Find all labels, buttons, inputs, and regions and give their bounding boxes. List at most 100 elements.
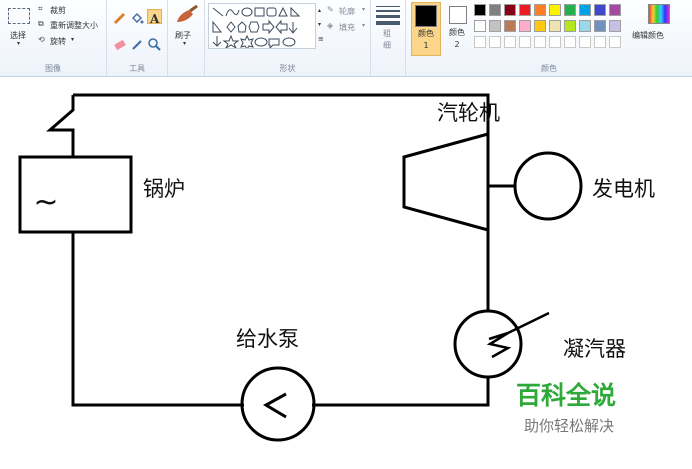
pump-circle — [240, 366, 316, 442]
palette-swatch-empty[interactable] — [609, 36, 621, 48]
palette-swatch[interactable] — [504, 4, 516, 16]
brushes-label: 刷子 — [175, 31, 191, 40]
color2-button[interactable]: 颜色 2 — [444, 2, 472, 56]
colors-group: 颜色 1 颜色 2 编辑颜色 颜色 — [406, 0, 692, 76]
magnifier-icon[interactable] — [147, 36, 161, 51]
pump-arrow-icon — [262, 392, 287, 419]
palette-swatch-empty[interactable] — [549, 36, 561, 48]
thermal-cycle-diagram — [18, 93, 583, 442]
image-group-label: 图像 — [45, 64, 61, 73]
boiler-box — [18, 155, 133, 234]
rotate-icon: ⟲ — [38, 35, 45, 44]
chevron-down-icon: ▾ — [362, 22, 366, 29]
shapes-gallery[interactable] — [208, 3, 316, 50]
palette-swatch[interactable] — [489, 4, 501, 16]
palette-swatch-empty[interactable] — [504, 36, 516, 48]
palette-swatch-empty[interactable] — [519, 36, 531, 48]
feedwater-line-right — [312, 377, 490, 407]
condenser-coil — [486, 331, 512, 359]
image-group: 选择 ▾ ⌗ 裁剪 ⧉ 重新调整大小 ⟲ 旋转 ▾ 图像 — [0, 0, 107, 76]
select-icon — [8, 8, 30, 24]
size-group: 粗细 — [371, 0, 406, 76]
resize-button[interactable]: ⧉ 重新调整大小 — [38, 19, 104, 31]
outline-icon: ✎ — [327, 5, 334, 14]
boiler-label: 锅炉 — [143, 177, 185, 201]
brushes-group: 刷子 ▾ — [168, 0, 205, 76]
palette-swatch-empty[interactable] — [489, 36, 501, 48]
shapes-group: ▴ ▾ ≡ ✎ 轮廓 ▾ ◈ 填充 ▾ 形状 — [205, 0, 371, 76]
palette-swatch[interactable] — [609, 4, 621, 16]
rotate-label: 旋转 — [50, 37, 66, 46]
palette-swatch-empty[interactable] — [579, 36, 591, 48]
rotate-button[interactable]: ⟲ 旋转 ▾ — [38, 35, 100, 47]
color1-label: 颜色 1 — [418, 29, 434, 50]
generator-circle — [513, 151, 583, 221]
chevron-down-icon: ▾ — [318, 21, 322, 28]
feedwater-line-left — [71, 232, 244, 407]
edit-colors-button[interactable]: 编辑颜色 — [630, 4, 688, 50]
crop-button[interactable]: ⌗ 裁剪 — [38, 4, 100, 16]
size-label: 粗细 — [383, 29, 391, 50]
brushes-button[interactable]: 刷子 ▾ — [173, 4, 199, 50]
palette-swatch[interactable] — [549, 4, 561, 16]
watermark-subtitle: 助你轻松解决 — [524, 417, 615, 435]
pencil-icon[interactable] — [113, 10, 127, 25]
palette-swatch[interactable] — [504, 20, 516, 32]
chevron-down-icon: ▾ — [183, 40, 187, 47]
edit-colors-label: 编辑颜色 — [632, 31, 664, 40]
tools-group-label: 工具 — [129, 64, 145, 73]
steam-line — [73, 93, 490, 134]
chevron-down-icon: ▾ — [17, 40, 21, 47]
palette-swatch[interactable] — [564, 4, 576, 16]
shapes-scroll[interactable]: ▴ ▾ ≡ — [317, 3, 325, 49]
drawing-canvas[interactable]: ~ 锅炉 汽轮机 发电机 凝汽器 给水泵 百科全说 助你轻松解决 — [0, 77, 692, 469]
fill-bucket-icon[interactable] — [130, 10, 144, 24]
chevron-down-icon: ▾ — [362, 6, 366, 13]
crop-label: 裁剪 — [50, 6, 66, 15]
crop-icon: ⌗ — [38, 4, 43, 13]
palette-swatch[interactable] — [594, 20, 606, 32]
svg-text:A: A — [149, 12, 160, 25]
palette-swatch[interactable] — [489, 20, 501, 32]
palette-swatch-empty[interactable] — [564, 36, 576, 48]
palette-swatch[interactable] — [594, 4, 606, 16]
brush-icon — [177, 4, 198, 22]
palette-swatch[interactable] — [534, 4, 546, 16]
shapes-group-label: 形状 — [279, 64, 296, 73]
select-button[interactable]: 选择 ▾ — [6, 6, 32, 50]
palette-swatch-empty[interactable] — [534, 36, 546, 48]
line-size-icon — [376, 6, 400, 25]
generator-symbol: ~ — [33, 185, 59, 220]
palette-swatch[interactable] — [564, 20, 576, 32]
palette-swatch-empty[interactable] — [474, 36, 486, 48]
outline-button[interactable]: ✎ 轮廓 ▾ — [327, 5, 369, 17]
turbine-label: 汽轮机 — [437, 101, 500, 125]
palette-swatch-empty[interactable] — [594, 36, 606, 48]
resize-icon: ⧉ — [38, 19, 44, 28]
turbine-shape — [402, 132, 490, 232]
fill-icon: ◈ — [327, 21, 334, 30]
fill-button[interactable]: ◈ 填充 ▾ — [327, 21, 369, 33]
shapes-gallery-icons — [212, 6, 301, 50]
color1-swatch — [415, 5, 437, 27]
chevron-up-icon: ▴ — [318, 7, 322, 14]
color-picker-icon[interactable] — [130, 36, 144, 50]
palette-swatch[interactable] — [579, 20, 591, 32]
palette-swatch[interactable] — [579, 4, 591, 16]
size-button[interactable]: 粗细 — [376, 4, 400, 52]
palette-swatch[interactable] — [609, 20, 621, 32]
chevron-down-icon: ▾ — [71, 36, 75, 43]
palette-swatch[interactable] — [534, 20, 546, 32]
tools-group: A 工具 — [107, 0, 168, 76]
palette-swatch[interactable] — [519, 20, 531, 32]
palette-swatch[interactable] — [519, 4, 531, 16]
expand-gallery-icon: ≡ — [318, 35, 324, 43]
palette-swatch[interactable] — [549, 20, 561, 32]
eraser-icon[interactable] — [113, 36, 127, 51]
text-tool-icon[interactable]: A — [147, 9, 162, 26]
outline-label: 轮廓 — [339, 7, 355, 16]
palette-swatch[interactable] — [474, 4, 486, 16]
color1-button[interactable]: 颜色 1 — [411, 2, 441, 56]
watermark-title: 百科全说 — [516, 381, 617, 410]
palette-swatch[interactable] — [474, 20, 486, 32]
